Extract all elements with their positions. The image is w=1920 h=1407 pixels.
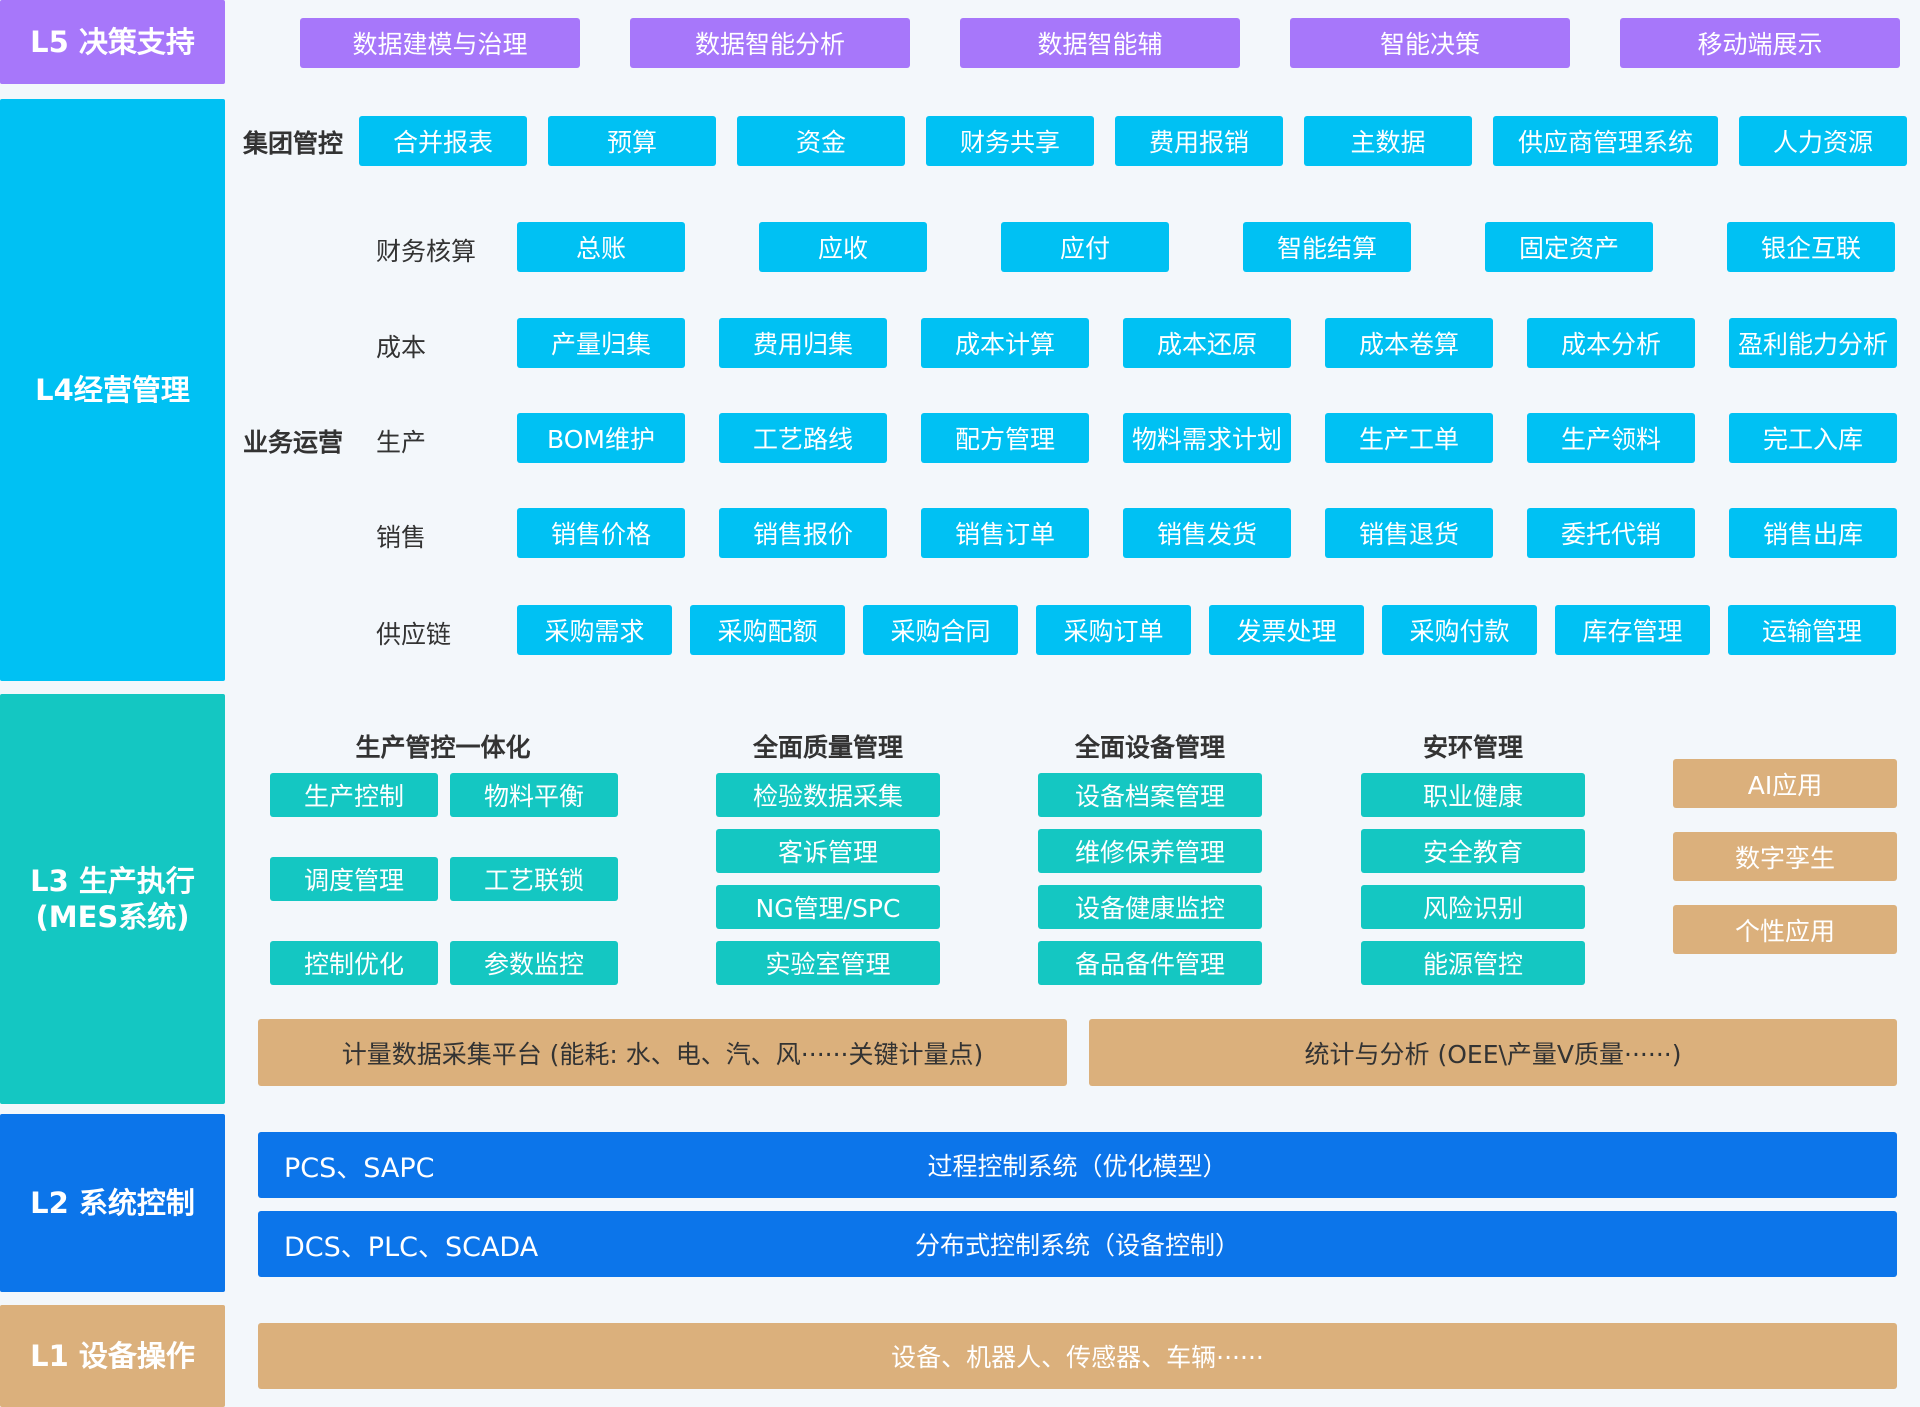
level-l3-title: L3 生产执行 <box>30 863 195 898</box>
process-control-systems: PCS、SAPC <box>284 1152 435 1184</box>
l3-safety-item: 职业健康 <box>1361 773 1585 817</box>
row-label-cost: 成本 <box>376 333 427 362</box>
sales-item: 销售发货 <box>1123 508 1291 558</box>
row-label-production: 生产 <box>376 428 427 457</box>
l3-equipment-item: 设备健康监控 <box>1038 885 1262 929</box>
group-control-item: 人力资源 <box>1739 116 1907 166</box>
level-l2-label: L2 系统控制 <box>0 1114 225 1292</box>
supply-chain-item: 运输管理 <box>1728 605 1896 655</box>
equipment-bar: 设备、机器人、传感器、车辆······ <box>258 1323 1897 1389</box>
level-l3-label: L3 生产执行 (MES系统) <box>0 694 225 1104</box>
l3-quality-item: 检验数据采集 <box>716 773 940 817</box>
group-control-item: 主数据 <box>1304 116 1472 166</box>
supply-chain-item: 库存管理 <box>1555 605 1710 655</box>
group-control-item: 资金 <box>737 116 905 166</box>
l3-production-item: 控制优化 <box>270 941 438 985</box>
cost-item: 费用归集 <box>719 318 887 368</box>
level-l5-label: L5 决策支持 <box>0 0 225 84</box>
sales-item: 销售订单 <box>921 508 1089 558</box>
group-control-item: 合并报表 <box>359 116 527 166</box>
l3-side-item: 数字孪生 <box>1673 832 1897 881</box>
distributed-control-bar: DCS、PLC、SCADA 分布式控制系统（设备控制） <box>258 1211 1897 1277</box>
l3-side-item: AI应用 <box>1673 759 1897 808</box>
l3-quality-item: NG管理/SPC <box>716 885 940 929</box>
l3-safety-item: 能源管控 <box>1361 941 1585 985</box>
group-control-label: 集团管控 <box>243 129 344 158</box>
cost-item: 产量归集 <box>517 318 685 368</box>
level-l1-label: L1 设备操作 <box>0 1305 225 1407</box>
finance-item: 银企互联 <box>1727 222 1895 272</box>
l5-item: 移动端展示 <box>1620 18 1900 68</box>
l3-quality-item: 客诉管理 <box>716 829 940 873</box>
production-item: 工艺路线 <box>719 413 887 463</box>
sales-item: 销售报价 <box>719 508 887 558</box>
business-ops-label: 业务运营 <box>243 428 344 457</box>
distributed-control-systems: DCS、PLC、SCADA <box>284 1231 539 1263</box>
cost-item: 成本卷算 <box>1325 318 1493 368</box>
row-label-supply-chain: 供应链 <box>376 620 452 649</box>
l3-equipment-item: 备品备件管理 <box>1038 941 1262 985</box>
group-control-item: 费用报销 <box>1115 116 1283 166</box>
l3-production-item: 物料平衡 <box>450 773 618 817</box>
production-item: 配方管理 <box>921 413 1089 463</box>
l3-group-title-equipment: 全面设备管理 <box>1074 733 1226 762</box>
sales-item: 销售出库 <box>1729 508 1897 558</box>
l3-safety-item: 风险识别 <box>1361 885 1585 929</box>
l3-production-item: 参数监控 <box>450 941 618 985</box>
l3-equipment-item: 设备档案管理 <box>1038 773 1262 817</box>
distributed-control-desc: 分布式控制系统（设备控制） <box>914 1231 1240 1260</box>
cost-item: 成本分析 <box>1527 318 1695 368</box>
row-label-sales: 销售 <box>376 523 427 552</box>
l5-item: 数据建模与治理 <box>300 18 580 68</box>
finance-item: 应收 <box>759 222 927 272</box>
group-control-item: 供应商管理系统 <box>1493 116 1718 166</box>
sales-item: 销售价格 <box>517 508 685 558</box>
production-item: 完工入库 <box>1729 413 1897 463</box>
cost-item: 盈利能力分析 <box>1729 318 1897 368</box>
supply-chain-item: 采购合同 <box>863 605 1018 655</box>
supply-chain-item: 发票处理 <box>1209 605 1364 655</box>
l3-group-title-safety: 安环管理 <box>1422 733 1524 762</box>
l3-side-item: 个性应用 <box>1673 905 1897 954</box>
finance-item: 固定资产 <box>1485 222 1653 272</box>
production-item: BOM维护 <box>517 413 685 463</box>
l3-quality-item: 实验室管理 <box>716 941 940 985</box>
supply-chain-item: 采购订单 <box>1036 605 1191 655</box>
l3-production-item: 调度管理 <box>270 857 438 901</box>
l3-equipment-item: 维修保养管理 <box>1038 829 1262 873</box>
supply-chain-item: 采购配额 <box>690 605 845 655</box>
process-control-desc: 过程控制系统（优化模型） <box>927 1152 1228 1181</box>
l3-group-title-quality: 全面质量管理 <box>752 733 904 762</box>
l5-item: 数据智能分析 <box>630 18 910 68</box>
l3-group-title-production: 生产管控一体化 <box>355 733 531 762</box>
row-label-finance: 财务核算 <box>376 237 477 266</box>
l3-safety-item: 安全教育 <box>1361 829 1585 873</box>
l5-item: 数据智能辅 <box>960 18 1240 68</box>
production-item: 生产工单 <box>1325 413 1493 463</box>
finance-item: 智能结算 <box>1243 222 1411 272</box>
process-control-bar: PCS、SAPC 过程控制系统（优化模型） <box>258 1132 1897 1198</box>
l5-item: 智能决策 <box>1290 18 1570 68</box>
production-item: 生产领料 <box>1527 413 1695 463</box>
group-control-item: 预算 <box>548 116 716 166</box>
statistics-analysis-bar: 统计与分析 (OEE\产量V质量······) <box>1089 1019 1897 1086</box>
sales-item: 销售退货 <box>1325 508 1493 558</box>
cost-item: 成本计算 <box>921 318 1089 368</box>
level-l4-label: L4经营管理 <box>0 99 225 681</box>
supply-chain-item: 采购需求 <box>517 605 672 655</box>
finance-item: 应付 <box>1001 222 1169 272</box>
cost-item: 成本还原 <box>1123 318 1291 368</box>
l3-production-item: 生产控制 <box>270 773 438 817</box>
finance-item: 总账 <box>517 222 685 272</box>
level-l3-subtitle: (MES系统) <box>35 900 190 934</box>
production-item: 物料需求计划 <box>1123 413 1291 463</box>
sales-item: 委托代销 <box>1527 508 1695 558</box>
group-control-item: 财务共享 <box>926 116 1094 166</box>
l3-production-item: 工艺联锁 <box>450 857 618 901</box>
supply-chain-item: 采购付款 <box>1382 605 1537 655</box>
metering-platform-bar: 计量数据采集平台 (能耗: 水、电、汽、风······关键计量点) <box>258 1019 1067 1086</box>
